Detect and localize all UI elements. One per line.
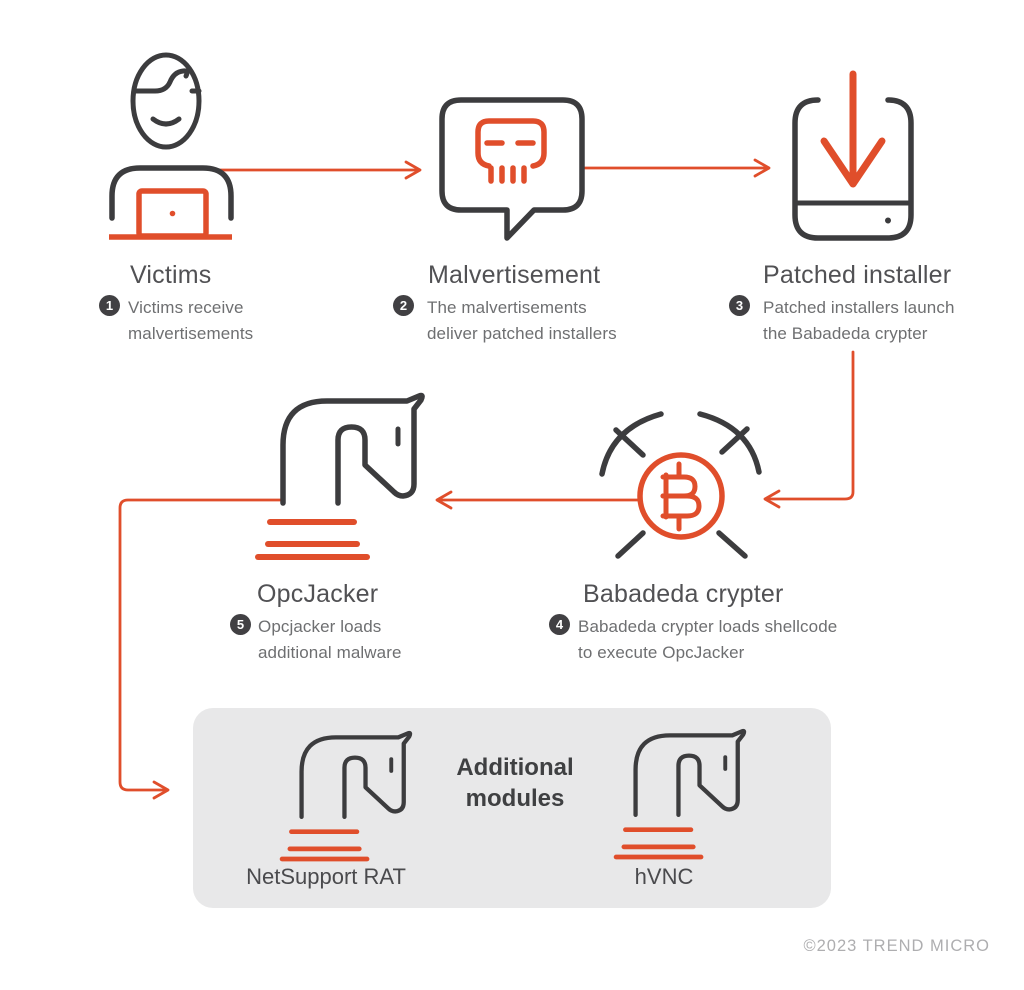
step-desc-line: Babadeda crypter loads shellcode [578,617,838,636]
step-number-badge: 5 [230,614,251,635]
trojan-horse-icon [258,396,422,558]
bitcoin-glyph [660,461,702,532]
step-desc-line: to execute OpcJacker [578,643,745,662]
trojan-horse-icon [282,733,410,859]
additional-modules-heading: Additional modules [456,754,574,812]
step-desc: Victims receive malvertisements [128,295,253,347]
step-desc: Babadeda crypter loads shellcode to exec… [578,614,837,666]
step-desc-line: malvertisements [128,324,254,343]
step-desc-line: Victims receive [128,298,244,317]
arrow-opcjacker-to-modules [118,498,285,800]
trojan-horse-icon [616,731,744,857]
module-label-hvnc: hVNC [634,864,694,889]
step-desc-line: Opcjacker loads [258,617,382,636]
step-desc-line: the Babadeda crypter [763,324,928,343]
arrow-installer-to-crypter [763,350,855,509]
skull-speech-bubble-icon [439,97,585,241]
arrow-crypter-to-opcjacker [435,490,641,510]
step-number-badge: 4 [549,614,570,635]
step-title-opcjacker: OpcJacker [257,580,379,608]
step-title-babadeda-crypter: Babadeda crypter [583,580,784,608]
module-label-netsupport-rat: NetSupport RAT [246,864,406,889]
copyright-notice: ©2023 TREND MICRO [803,937,990,955]
step-desc-line: deliver patched installers [427,324,617,343]
step-desc-line: The malvertisements [427,298,587,317]
step-desc: Patched installers launch the Babadeda c… [763,295,955,347]
coin-pickaxes-icon [599,411,762,559]
download-device-icon [792,70,914,241]
step-title-malvertisement: Malvertisement [428,261,601,289]
arrow-victims-to-malvertisement [217,160,422,180]
flow-arrows [118,158,855,800]
download-arrow-icon [820,70,886,188]
step-desc-line: Patched installers launch [763,298,955,317]
step-title-victims: Victims [130,261,212,289]
step-title-patched-installer: Patched installer [763,261,952,289]
step-desc: Opcjacker loads additional malware [258,614,402,666]
step-number-badge: 2 [393,295,414,316]
step-desc-line: additional malware [258,643,402,662]
person-laptop-icon [109,52,234,240]
step-number-badge: 1 [99,295,120,316]
step-number-badge: 3 [729,295,750,316]
arrow-malvertisement-to-installer [583,158,771,178]
step-desc: The malvertisements deliver patched inst… [427,295,617,347]
